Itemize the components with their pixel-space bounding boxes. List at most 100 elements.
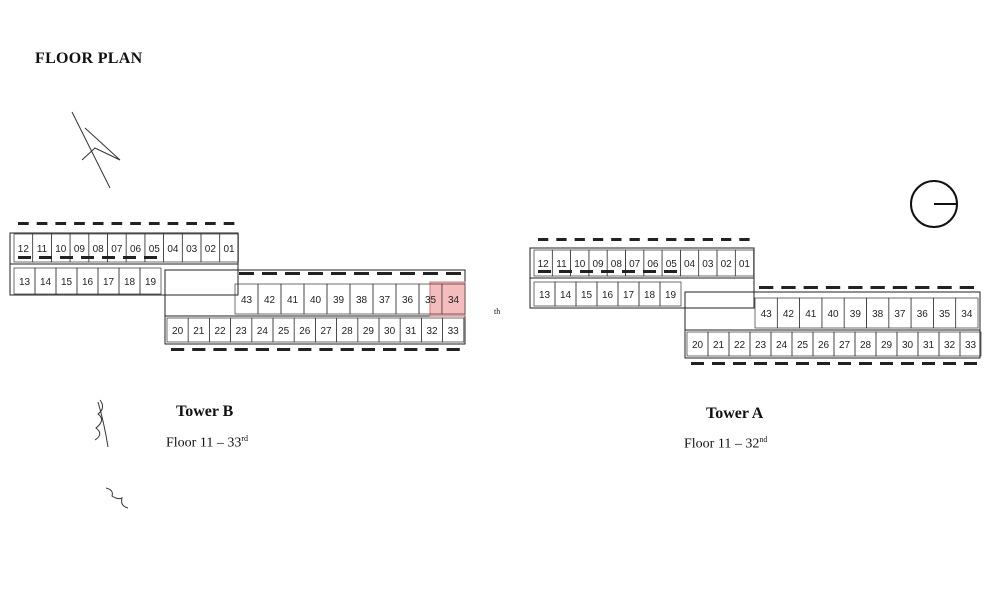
tower-b-balcony-mark [192,348,206,351]
tower-b-balcony-mark [18,256,31,259]
north-compass-icon [910,180,958,228]
tower-a-balcony-mark [817,362,830,365]
tower-a-balcony-mark [892,286,908,289]
tower-a-balcony-mark [796,362,809,365]
tower-a-balcony-mark [964,362,977,365]
tower-b-balcony-mark [102,256,115,259]
tower-a-balcony-mark [592,238,604,241]
tower-a-unit-label: 31 [923,340,935,351]
tower-b-unit-label: 21 [193,326,205,337]
tower-a-unit-label: 33 [965,340,977,351]
tower-a-balcony-mark [684,238,695,241]
tower-b-balcony-mark [354,272,369,275]
tower-a-label: Tower A [706,405,764,422]
tower-a-unit-label: 20 [692,340,704,351]
tower-a-unit-label: 23 [755,340,767,351]
tower-b-unit-label: 01 [223,244,235,255]
tower-b-unit-label: 35 [425,295,437,306]
tower-a-unit-label: 06 [647,259,659,270]
tower-b-unit-label: 05 [149,244,161,255]
tower-b-unit-label: 34 [448,295,460,306]
tower-a-unit-label: 35 [939,309,951,320]
tower-a-balcony-mark [754,362,767,365]
tower-a-balcony-mark [647,238,659,241]
tower-a-balcony-mark [601,270,614,273]
tower-b-balcony-mark [55,222,67,225]
tower-a-balcony-mark [880,362,893,365]
tower-a-balcony-mark [712,362,725,365]
tower-b-unit-label: 20 [172,326,184,337]
tower-a-balcony-mark [580,270,593,273]
tower-b-unit-34 [441,283,466,315]
tower-b-balcony-mark [423,272,438,275]
tower-a-balcony-mark [538,238,549,241]
tower-b-balcony-mark [404,348,418,351]
tower-b-balcony-mark [123,256,136,259]
tower-a-unit-label: 03 [702,259,714,270]
tower-b-unit-19 [139,267,162,295]
tower-a-unit-label: 43 [761,309,773,320]
tower-a-unit-label: 10 [574,259,586,270]
tower-b-balcony-mark [446,272,461,275]
tower-b-balcony-mark [186,222,197,225]
tower-a-unit-label: 22 [734,340,746,351]
tower-b-unit-label: 41 [287,295,299,306]
tower-a-unit-label: 13 [539,290,551,301]
tower-a-unit-label: 27 [839,340,851,351]
tower-b-unit-label: 19 [145,277,157,288]
tower-a-unit-label: 39 [850,309,862,320]
tower-b-unit-label: 30 [384,326,396,337]
tower-a-unit-label: 26 [818,340,830,351]
tower-a-balcony-mark [937,286,952,289]
tower-a-unit-label: 18 [644,290,656,301]
tower-a-balcony-mark [870,286,885,289]
tower-b-floor-range: Floor 11 – 33rd [166,434,248,451]
tower-b-unit-label: 32 [426,326,438,337]
tower-a-balcony-mark [859,362,872,365]
tower-b-unit-01 [219,233,239,263]
tower-b-balcony-mark [81,256,94,259]
tower-a-balcony-mark [775,362,788,365]
tower-a-balcony-mark [781,286,796,289]
tower-a-unit-label: 29 [881,340,893,351]
tower-a-unit-label: 14 [560,290,572,301]
tower-a-unit-label: 36 [917,309,929,320]
tower-b-balcony-mark [277,348,291,351]
tower-a-balcony-mark [702,238,713,241]
tower-b-unit-label: 26 [299,326,311,337]
tower-a-unit-label: 04 [684,259,696,270]
tower-b-balcony-mark [239,272,254,275]
tower-a-unit-label: 24 [776,340,788,351]
tower-a-balcony-mark [664,270,677,273]
page-title: FLOOR PLAN [35,50,143,67]
tower-a-unit-label: 07 [629,259,641,270]
tower-a-unit-label: 41 [805,309,817,320]
tower-b-unit-label: 03 [186,244,198,255]
stray-mark: th [494,307,501,316]
tower-b-balcony-mark [60,256,73,259]
tower-b-balcony-mark [111,222,123,225]
tower-a-balcony-mark [666,238,677,241]
tower-a-unit-label: 01 [739,259,751,270]
tower-b-balcony-mark [340,348,354,351]
tower-a-balcony-mark [838,362,851,365]
tower-a-unit-label: 38 [872,309,884,320]
tower-b-balcony-mark [36,222,48,225]
tower-b-unit-label: 36 [402,295,414,306]
tower-b-unit-label: 02 [205,244,217,255]
tower-b-balcony-mark [425,348,439,351]
tower-b-unit-label: 27 [320,326,332,337]
tower-a-balcony-mark [943,362,956,365]
tower-a-plan [529,247,981,359]
tower-b-unit-label: 09 [74,244,86,255]
tower-b-balcony-mark [74,222,85,225]
tower-a-unit-01 [734,249,754,277]
tower-b-unit-33 [442,317,465,343]
tower-a-unit-label: 09 [592,259,604,270]
tower-b-balcony-mark [383,348,397,351]
tower-b-unit-label: 08 [93,244,105,255]
tower-b-unit-label: 22 [214,326,226,337]
tower-b-unit-label: 14 [40,277,52,288]
tower-b-balcony-mark [144,256,157,259]
tower-a-unit-34 [955,297,979,329]
